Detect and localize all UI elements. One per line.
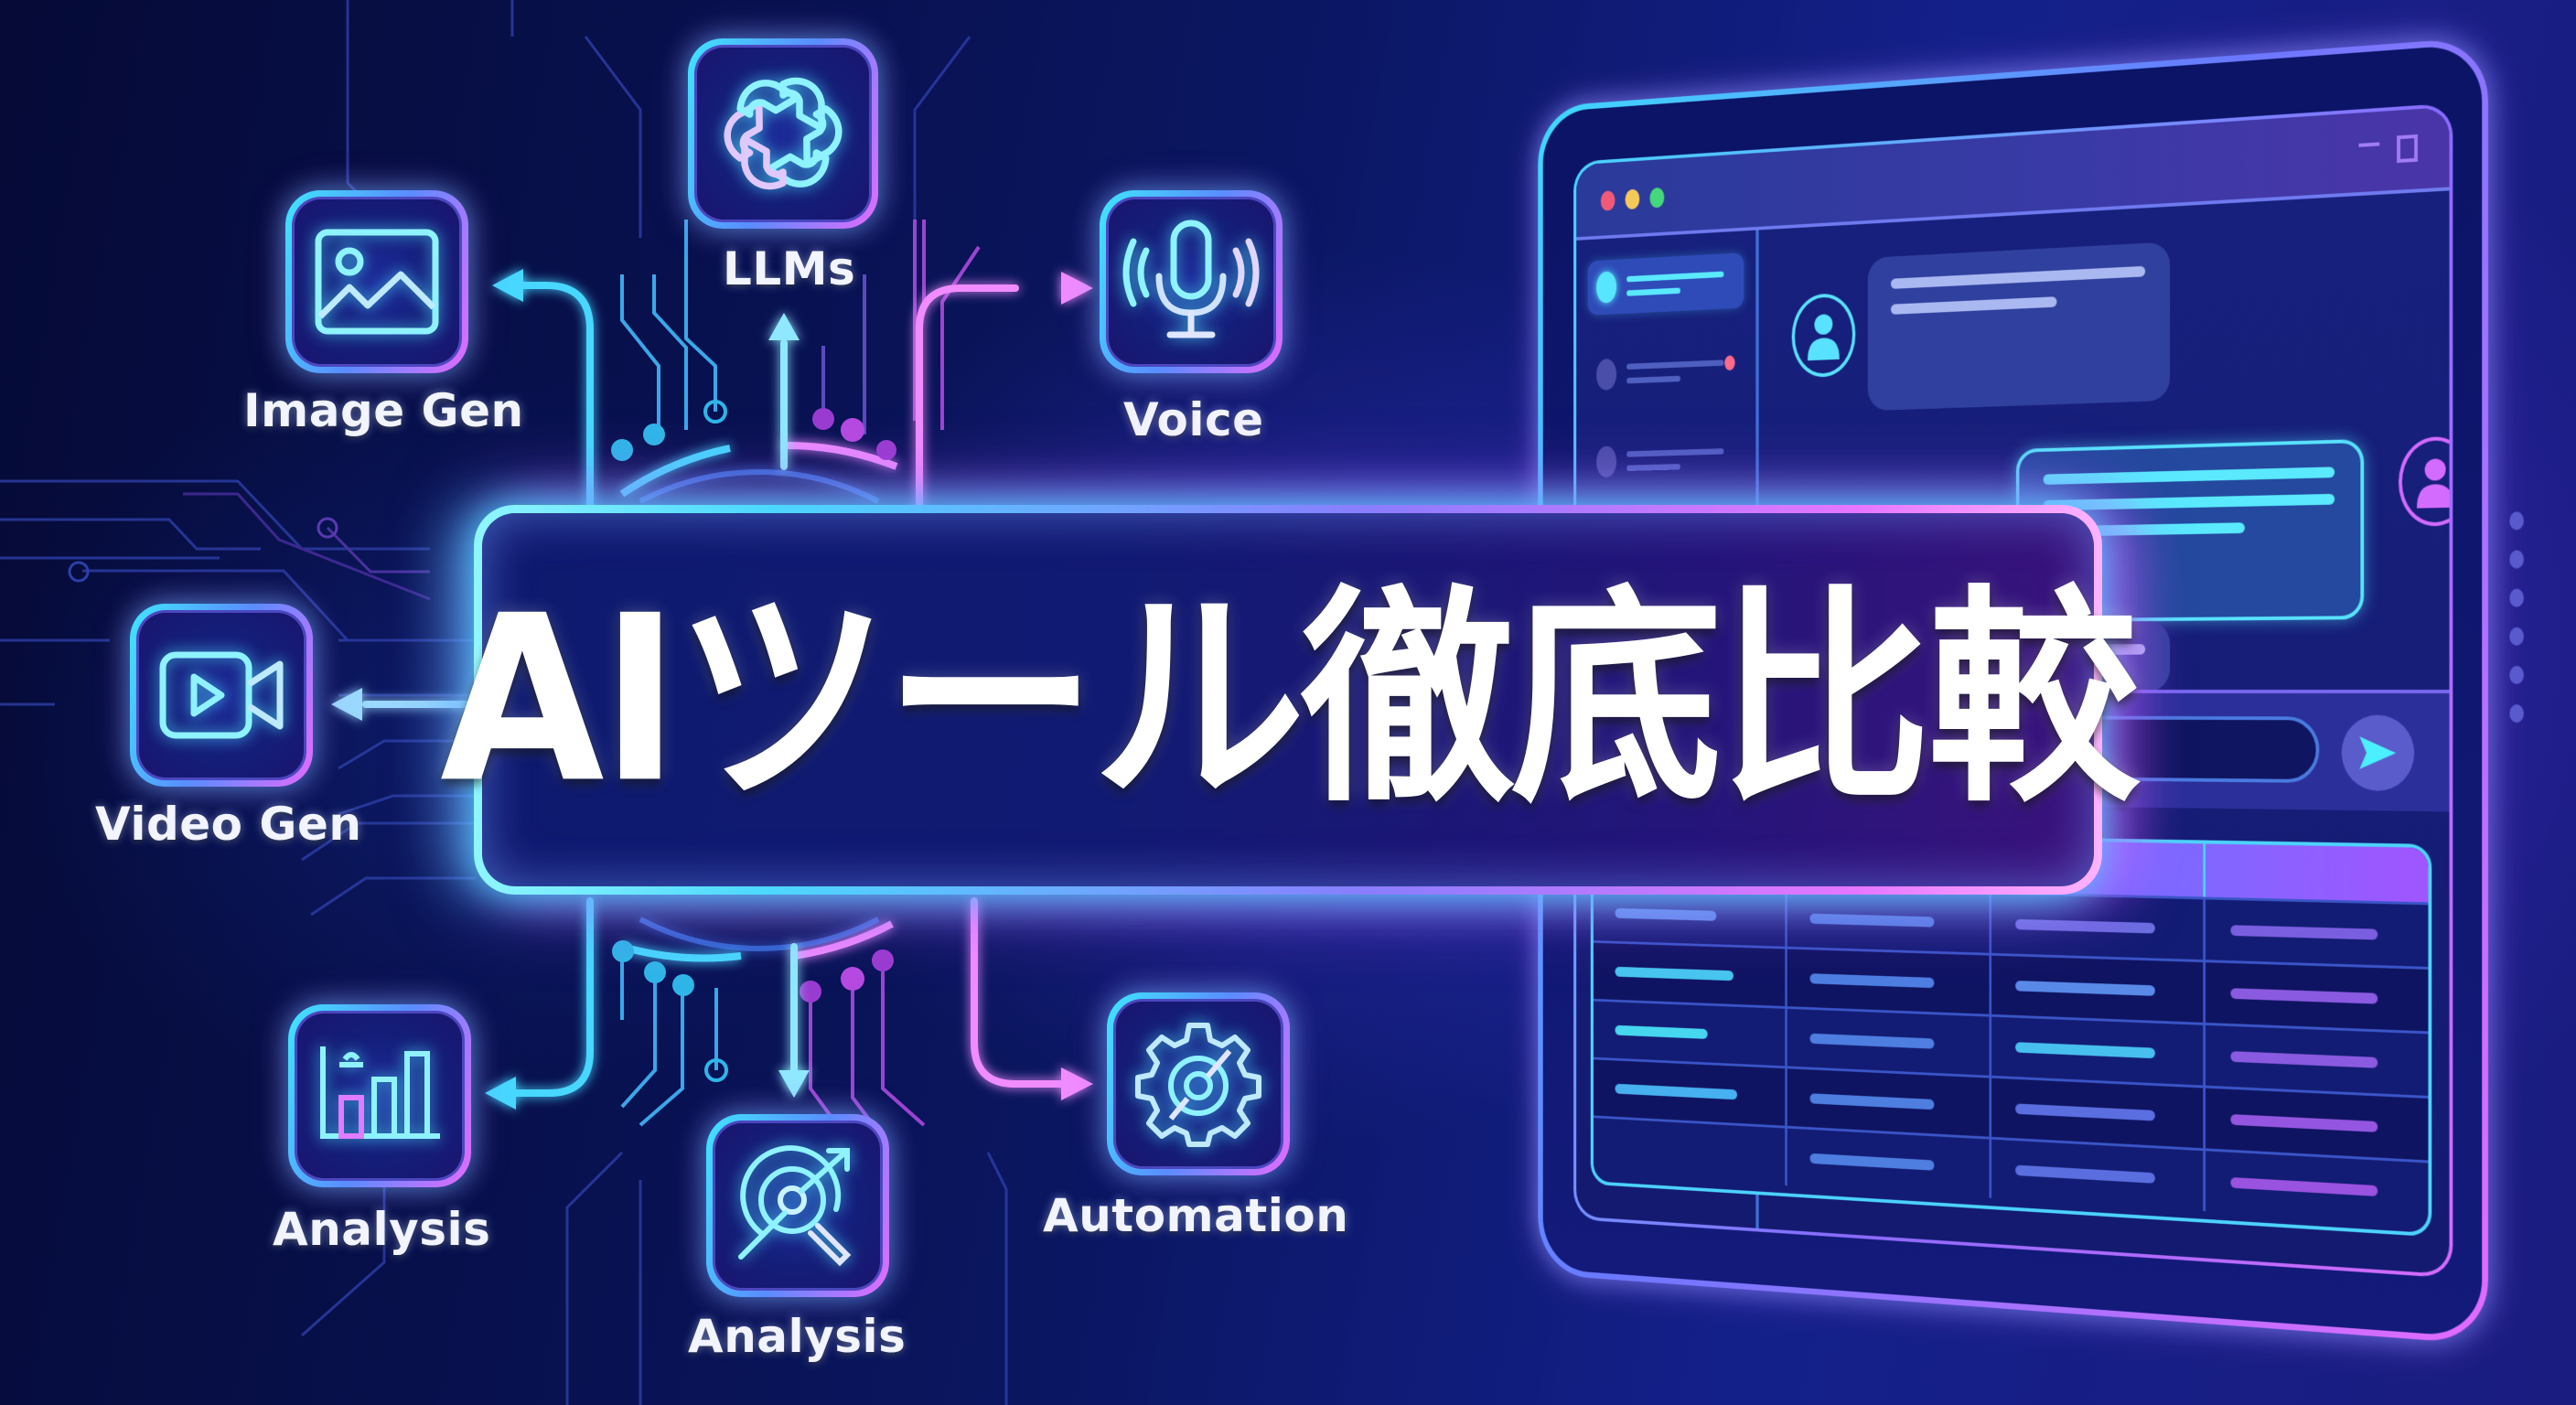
microphone-icon <box>1122 218 1260 346</box>
target-magnifier-icon <box>734 1142 862 1270</box>
minimize-icon[interactable] <box>2359 142 2380 146</box>
send-icon <box>2358 735 2399 771</box>
tool-label-image-gen: Image Gen <box>243 384 524 437</box>
tool-label-automation: Automation <box>1043 1189 1348 1242</box>
tool-tile-analysis-chart[interactable] <box>288 1004 471 1187</box>
contact-item[interactable] <box>1588 430 1744 489</box>
tool-tile-automation[interactable] <box>1107 992 1290 1175</box>
assistant-avatar-icon <box>2399 436 2453 527</box>
maximize-icon[interactable] <box>2397 134 2418 163</box>
tool-tile-analysis-target[interactable] <box>706 1114 889 1297</box>
tool-tile-image-gen[interactable] <box>285 190 468 373</box>
contact-item[interactable] <box>1588 252 1744 316</box>
user-avatar-icon <box>1792 293 1856 379</box>
tool-label-voice: Voice <box>1123 393 1264 446</box>
tool-tile-llms[interactable] <box>688 38 878 229</box>
openai-knot-icon <box>714 65 852 202</box>
avatar <box>1596 359 1616 391</box>
minimize-dot-icon[interactable] <box>1626 188 1640 209</box>
tool-tile-video-gen[interactable] <box>130 604 313 787</box>
avatar <box>1596 271 1616 303</box>
incoming-message <box>1868 241 2170 411</box>
close-dot-icon[interactable] <box>1601 190 1615 211</box>
contact-item[interactable] <box>1588 341 1744 402</box>
video-camera-icon <box>157 649 285 741</box>
page-title: AIツール徹底比較 <box>440 585 2136 815</box>
tool-label-analysis-target: Analysis <box>688 1310 906 1363</box>
tool-label-llms: LLMs <box>723 242 855 295</box>
tool-tile-voice[interactable] <box>1100 190 1283 373</box>
image-icon <box>313 227 441 337</box>
tool-label-analysis-chart: Analysis <box>273 1203 490 1256</box>
zoom-dot-icon[interactable] <box>1649 188 1664 209</box>
decorative-dots <box>2509 511 2524 723</box>
tool-label-video-gen: Video Gen <box>95 798 361 851</box>
avatar <box>1596 445 1616 477</box>
bar-chart-icon <box>316 1041 444 1151</box>
send-button[interactable] <box>2342 715 2414 792</box>
gear-icon <box>1134 1020 1262 1148</box>
title-banner: AIツール徹底比較 <box>474 505 2102 895</box>
